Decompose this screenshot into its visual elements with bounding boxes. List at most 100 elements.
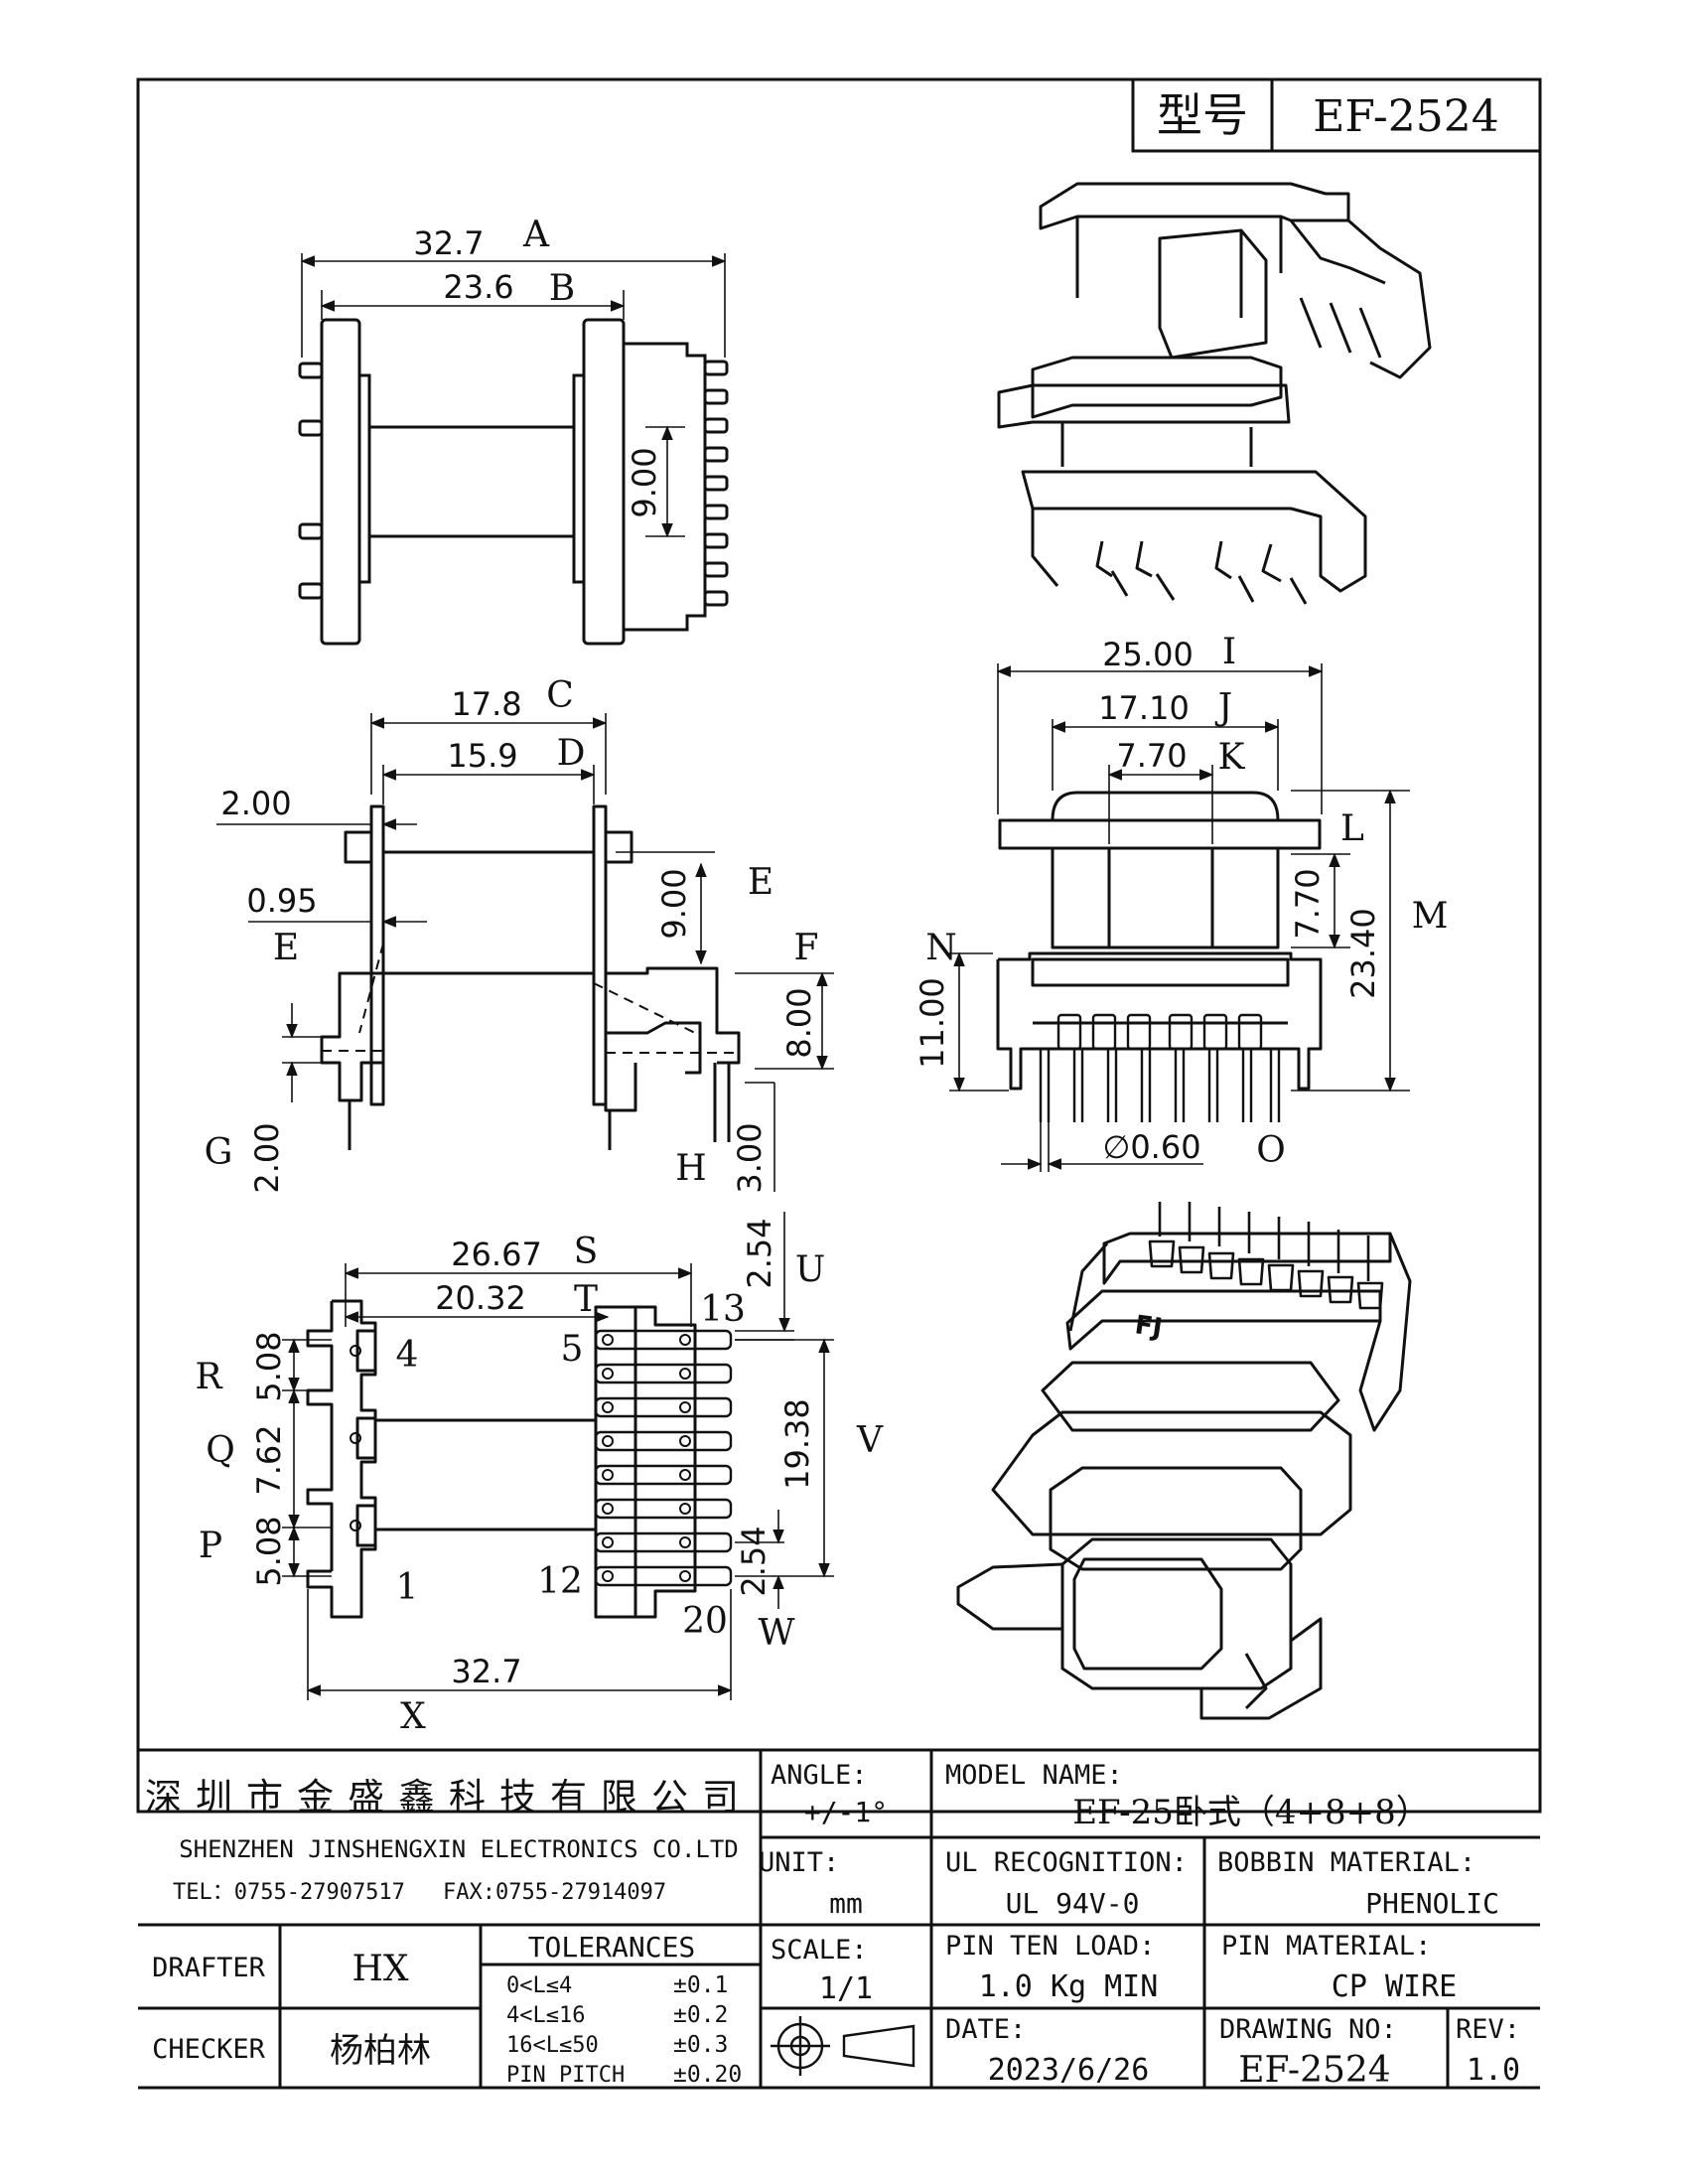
dim-x-value: 32.7 <box>451 1653 521 1690</box>
iso-view-top <box>997 182 1432 605</box>
dim-h-letter: H <box>675 1148 706 1189</box>
tolerance-value-1: ±0.1 <box>673 1972 728 1998</box>
dim-n-letter: N <box>925 928 957 968</box>
model-name-value: EF-25卧式（4+8+8） <box>1072 1793 1430 1832</box>
bobbin-label: BOBBIN MATERIAL: <box>1217 1847 1476 1878</box>
checker-value: 杨柏林 <box>330 2031 431 2071</box>
ul-label: UL RECOGNITION: <box>945 1847 1188 1878</box>
dim-j-value: 17.10 <box>1098 689 1190 727</box>
dim-e-letter: E <box>748 862 773 903</box>
pin-load-value: 1.0 Kg MIN <box>979 1969 1159 2004</box>
dim-b-letter: B <box>549 268 575 309</box>
drawing-no-label: DRAWING NO: <box>1219 2014 1397 2045</box>
dim-g-value: 2.00 <box>248 1122 286 1193</box>
dim-r-letter: R <box>195 1357 222 1397</box>
model-name-label: MODEL NAME: <box>945 1760 1123 1791</box>
dim-s-letter: S <box>574 1232 599 1272</box>
dim-front <box>949 663 1410 1172</box>
angle-value: +/-1° <box>804 1796 888 1828</box>
dim-u-value: 2.54 <box>741 1218 778 1288</box>
tolerance-value-2: ±0.2 <box>673 2002 728 2028</box>
pin-number-13: 13 <box>700 1289 746 1330</box>
bottom-view <box>306 1299 733 1619</box>
dim-k-letter: K <box>1218 737 1246 778</box>
tolerance-value-4: ±0.20 <box>673 2062 742 2088</box>
dim-x-letter: X <box>400 1696 426 1737</box>
drafter-label: DRAFTER <box>152 1953 266 1983</box>
company-fax: FAX:0755-27914097 <box>443 1880 666 1905</box>
dim-side-flange: 2.00 <box>220 785 291 822</box>
drawing-no-value: EF-2524 <box>1238 2050 1390 2091</box>
dim-j-letter: J <box>1214 687 1232 728</box>
pin-load-label: PIN TEN LOAD: <box>945 1931 1155 1962</box>
dim-a-value: 32.7 <box>413 224 484 262</box>
tolerance-value-3: ±0.3 <box>673 2032 728 2058</box>
dim-a-b <box>300 253 727 538</box>
dim-k-value: 7.70 <box>1116 737 1187 775</box>
front-view <box>996 791 1323 1122</box>
dim-f-letter: F <box>794 928 819 968</box>
company-cn: 深圳市金盛鑫科技有限公司 <box>145 1776 753 1819</box>
dim-side-wall-letter: E <box>273 928 299 968</box>
model-title-box: 型号 EF-2524 <box>1131 77 1542 153</box>
model-value: EF-2524 <box>1313 91 1499 142</box>
dim-f-value: 8.00 <box>780 987 818 1058</box>
dim-w-value: 2.54 <box>735 1526 773 1596</box>
dim-side <box>216 713 834 1192</box>
date-value: 2023/6/26 <box>988 2053 1150 2088</box>
footer-grid <box>138 1748 1540 2090</box>
dim-i-value: 25.00 <box>1102 636 1194 673</box>
model-label: 型号 <box>1157 88 1248 142</box>
tolerances-title: TOLERANCES <box>528 1931 696 1964</box>
pin-number-5: 5 <box>561 1329 584 1370</box>
iso-view-bottom <box>956 1202 1412 1720</box>
dim-l-letter: L <box>1340 808 1364 849</box>
scale-value: 1/1 <box>819 1971 873 2006</box>
ul-value: UL 94V-0 <box>1006 1887 1140 1920</box>
dim-h-value: 3.00 <box>731 1122 769 1193</box>
dim-v-letter: V <box>856 1420 884 1461</box>
dim-q-letter: Q <box>206 1430 235 1471</box>
rev-value: 1.0 <box>1467 2053 1520 2088</box>
top-view <box>298 318 729 646</box>
tolerance-range-1: 0<L≤4 <box>506 1973 572 1998</box>
unit-label: UNIT: <box>759 1847 839 1878</box>
dim-bottom <box>282 1212 834 1700</box>
dim-p-letter: P <box>199 1526 222 1566</box>
dim-e-value: 9.00 <box>655 868 693 939</box>
dim-d-value: 15.9 <box>447 737 517 775</box>
dim-top-inner: 9.00 <box>626 447 663 517</box>
dim-g-letter: G <box>205 1132 233 1173</box>
dim-l-value: 7.70 <box>1289 868 1327 939</box>
sheet-border <box>136 77 1542 1814</box>
side-view <box>320 804 741 1150</box>
company-en: SHENZHEN JINSHENGXIN ELECTRONICS CO.LTD <box>179 1835 739 1863</box>
dim-m-value: 23.40 <box>1344 908 1382 999</box>
dim-p-value: 5.08 <box>250 1516 288 1586</box>
unit-value: mm <box>829 1887 863 1920</box>
pin-material-label: PIN MATERIAL: <box>1221 1931 1431 1962</box>
bobbin-value: PHENOLIC <box>1365 1887 1499 1920</box>
date-label: DATE: <box>945 2014 1026 2045</box>
rev-label: REV: <box>1456 2014 1520 2045</box>
dim-w-letter: W <box>758 1613 794 1654</box>
dim-b-value: 23.6 <box>443 268 513 306</box>
pin-number-1: 1 <box>396 1567 419 1608</box>
dim-s-value: 26.67 <box>451 1236 542 1273</box>
dim-t-value: 20.32 <box>435 1279 526 1317</box>
dim-n-value: 11.00 <box>914 977 951 1069</box>
dim-i-letter: I <box>1222 632 1236 672</box>
dim-v-value: 19.38 <box>778 1398 816 1490</box>
tolerance-range-2: 4<L≤16 <box>506 2003 585 2028</box>
dim-q-value: 7.62 <box>250 1424 288 1495</box>
pin-number-4: 4 <box>396 1335 419 1376</box>
tolerance-range-3: 16<L≤50 <box>506 2033 599 2058</box>
dim-d-letter: D <box>557 733 586 774</box>
dim-r-value: 5.08 <box>250 1331 288 1401</box>
iso-label: FJ <box>1133 1310 1164 1344</box>
dim-o-letter: O <box>1256 1130 1286 1171</box>
company-tel: TEL：0755-27907517 <box>173 1880 405 1905</box>
dim-c-value: 17.8 <box>451 685 521 723</box>
angle-label: ANGLE: <box>771 1760 868 1791</box>
